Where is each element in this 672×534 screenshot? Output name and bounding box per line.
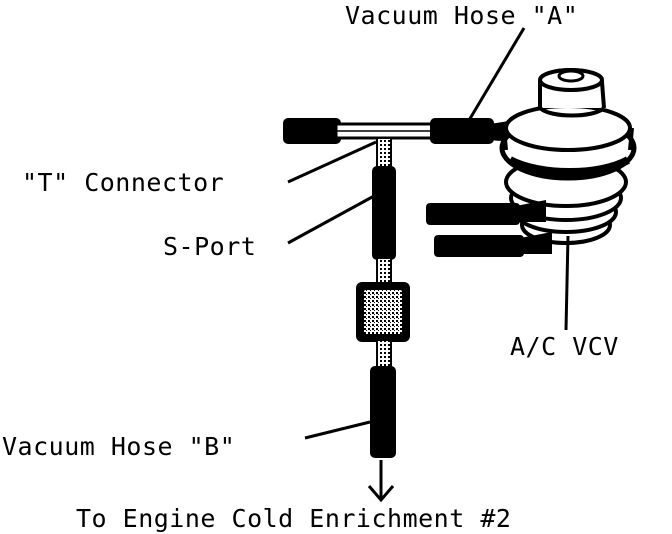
t-connector-left-hose [283,118,341,144]
t-connector-body [334,122,438,140]
leader-ac-vcv [564,235,570,331]
leader-vacuum-hose-a [466,27,526,123]
vcv-lower-outlet-hose [434,235,524,257]
label-destination: To Engine Cold Enrichment #2 [76,504,512,533]
inline-filter [356,282,410,342]
vcv-lower-outlet-nipple [520,232,552,254]
s-port-hose [372,166,396,260]
vcv-upper-outlet-nipple [516,200,546,222]
leader-vacuum-hose-b [304,420,371,440]
label-vacuum-hose-a: Vacuum Hose "A" [345,1,579,30]
down-arrow-icon [367,460,395,503]
leader-s-port [287,194,375,245]
label-vacuum-hose-b: Vacuum Hose "B" [2,432,236,461]
vacuum-hose-a [430,118,494,144]
vcv-upper-outlet-hose [426,203,520,225]
leader-t-connector [287,140,377,184]
label-ac-vcv: A/C VCV [510,332,619,361]
s-port-pipe [376,257,392,285]
label-t-connector: "T" Connector [22,168,225,197]
filter-outlet-pipe [376,339,392,369]
label-s-port: S-Port [163,232,257,261]
vacuum-hose-b [370,366,396,458]
t-connector-stem [376,137,392,169]
